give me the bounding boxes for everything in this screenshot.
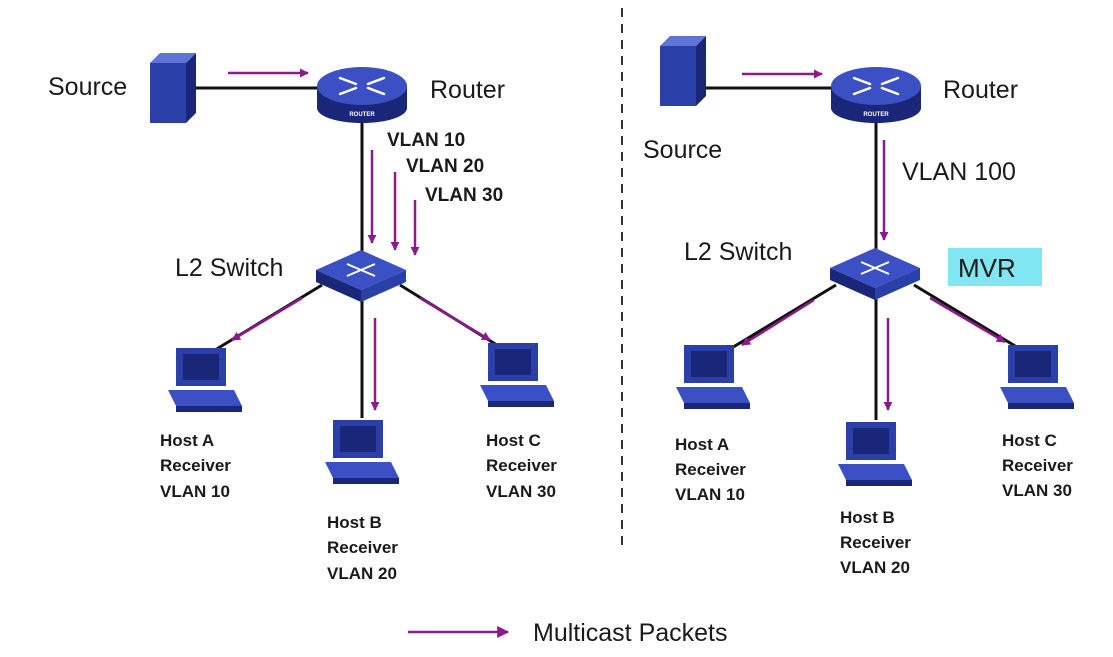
mvr-badge	[948, 248, 1042, 286]
arrow-to-host-a	[231, 296, 303, 342]
left-switch-label: L2 Switch	[175, 254, 283, 282]
legend-label: Multicast Packets	[533, 619, 728, 647]
left-router-label: Router	[430, 76, 505, 104]
l2-switch-icon	[830, 248, 920, 300]
host-a-computer-icon	[168, 348, 242, 412]
router-icon: ROUTER	[317, 67, 407, 123]
right-host-a-name: Host A	[675, 435, 729, 454]
host-b-computer-icon	[838, 422, 912, 486]
right-host-b-role: Receiver	[840, 533, 911, 552]
left-host-c-role: Receiver	[486, 456, 557, 475]
left-source-label: Source	[48, 73, 127, 101]
left-vlan-10-label: VLAN 10	[387, 130, 465, 151]
router-badge-text: ROUTER	[863, 112, 889, 118]
l2-switch-icon	[316, 250, 406, 302]
left-host-b-name: Host B	[327, 513, 382, 532]
host-b-computer-icon	[325, 420, 399, 484]
left-host-a-vlan: VLAN 10	[160, 482, 230, 501]
router-badge-text: ROUTER	[349, 112, 375, 118]
legend: Multicast Packets	[408, 619, 728, 647]
left-host-c-name: Host C	[486, 431, 541, 450]
arrow-to-host-c	[419, 296, 491, 342]
right-router-label: Router	[943, 76, 1018, 104]
left-host-c-vlan: VLAN 30	[486, 482, 556, 501]
host-c-computer-icon	[480, 343, 554, 407]
link-switch-host-a	[724, 283, 837, 354]
right-source-label: Source	[643, 136, 722, 164]
host-c-computer-icon	[1000, 345, 1074, 409]
arrow-to-host-a	[741, 298, 815, 347]
left-vlan-30-label: VLAN 30	[425, 185, 503, 206]
right-host-c-name: Host C	[1002, 431, 1057, 450]
right-host-b-vlan: VLAN 20	[840, 558, 910, 577]
mvr-label: MVR	[958, 253, 1016, 283]
right-host-a-role: Receiver	[675, 460, 746, 479]
left-vlan-20-label: VLAN 20	[406, 156, 484, 177]
host-a-computer-icon	[676, 345, 750, 409]
right-host-c-role: Receiver	[1002, 456, 1073, 475]
router-icon: ROUTER	[831, 67, 921, 123]
right-panel: ROUTER MVR	[643, 36, 1074, 577]
right-host-a-vlan: VLAN 10	[675, 485, 745, 504]
right-host-c-vlan: VLAN 30	[1002, 481, 1072, 500]
link-switch-host-c	[913, 283, 1026, 354]
right-host-b-name: Host B	[840, 508, 895, 527]
source-server-icon	[150, 53, 196, 123]
source-server-icon	[660, 36, 706, 106]
right-vlan-100-label: VLAN 100	[902, 158, 1016, 186]
arrow-to-host-c	[929, 296, 1006, 344]
left-host-a-name: Host A	[160, 431, 214, 450]
left-host-a-role: Receiver	[160, 456, 231, 475]
right-switch-label: L2 Switch	[684, 238, 792, 266]
left-panel: ROUTER	[48, 53, 557, 583]
left-host-b-vlan: VLAN 20	[327, 564, 397, 583]
left-host-b-role: Receiver	[327, 538, 398, 557]
